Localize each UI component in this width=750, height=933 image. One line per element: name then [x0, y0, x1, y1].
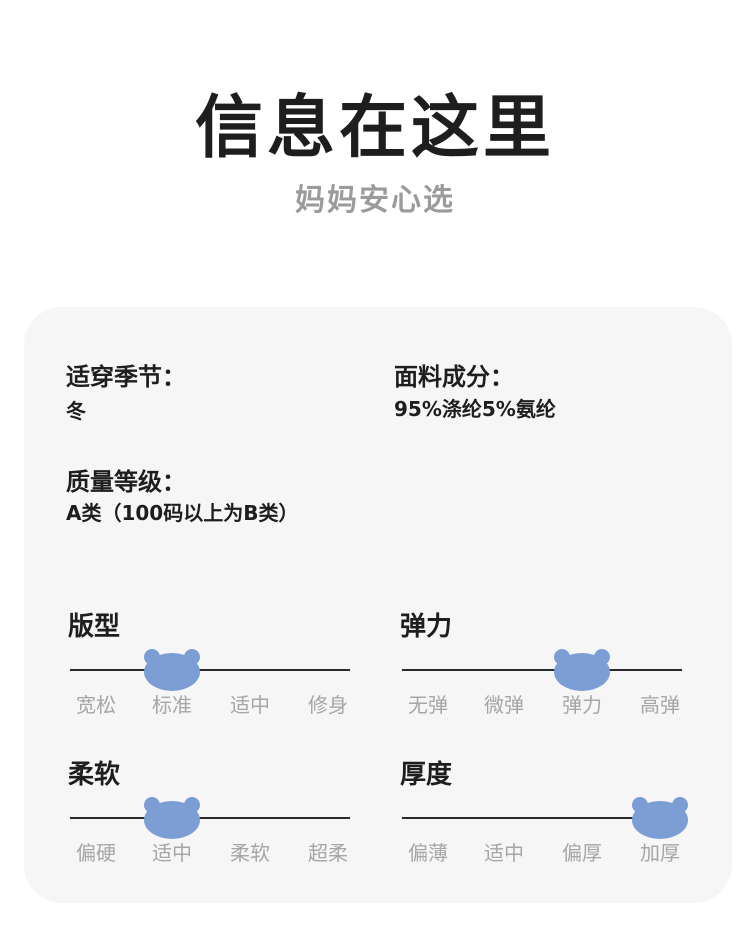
slider-option: 微弹	[484, 693, 524, 717]
slider-option: 弹力	[562, 693, 602, 717]
slider-option: 高弹	[640, 693, 680, 717]
bear-head-icon	[632, 797, 688, 839]
slider-option: 宽松	[76, 693, 116, 717]
slider-option: 偏硬	[76, 841, 116, 865]
softness-slider: 柔软 偏硬 适中 柔软 超柔	[68, 754, 350, 874]
slider-title: 版型	[68, 612, 121, 642]
season-value: 冬	[66, 399, 86, 423]
slider-option: 适中	[230, 693, 270, 717]
bear-head-icon	[144, 797, 200, 839]
fit-slider: 版型 宽松 标准 适中 修身	[68, 606, 350, 726]
slider-option: 适中	[484, 841, 524, 865]
thickness-slider: 厚度 偏薄 适中 偏厚 加厚	[400, 754, 688, 874]
slider-title: 弹力	[400, 612, 453, 642]
slider-option: 加厚	[640, 841, 680, 865]
bear-head-icon	[554, 649, 610, 691]
slider-option: 柔软	[230, 841, 270, 865]
slider-title: 厚度	[400, 760, 453, 790]
grade-label: 质量等级：	[66, 468, 186, 496]
slider-option: 标准	[152, 693, 192, 717]
elasticity-slider: 弹力 无弹 微弹 弹力 高弹	[400, 606, 682, 726]
fabric-label: 面料成分：	[394, 363, 514, 391]
page-title: 信息在这里	[194, 89, 555, 168]
slider-track	[70, 817, 350, 819]
product-info-card: 适穿季节： 冬 面料成分： 95%涤纶5%氨纶 质量等级： A类（100码以上为…	[24, 307, 732, 903]
slider-option: 修身	[308, 693, 348, 717]
slider-option: 无弹	[408, 693, 448, 717]
slider-option: 超柔	[308, 841, 348, 865]
slider-track	[402, 669, 682, 671]
slider-option: 适中	[152, 841, 192, 865]
page-subtitle: 妈妈安心选	[295, 183, 455, 218]
fabric-value: 95%涤纶5%氨纶	[394, 397, 556, 421]
slider-track	[70, 669, 350, 671]
slider-track	[402, 817, 682, 819]
bear-head-icon	[144, 649, 200, 691]
season-label: 适穿季节：	[66, 363, 186, 391]
slider-title: 柔软	[68, 760, 121, 790]
slider-option: 偏厚	[562, 841, 602, 865]
slider-option: 偏薄	[408, 841, 448, 865]
grade-value: A类（100码以上为B类）	[66, 501, 299, 525]
